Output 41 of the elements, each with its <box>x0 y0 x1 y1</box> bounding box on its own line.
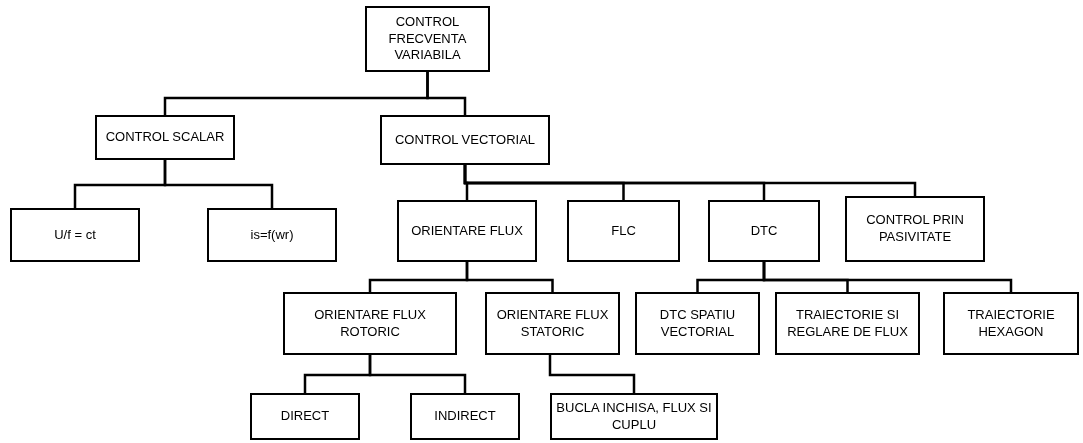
process-box <box>567 200 680 262</box>
box-label: DIRECT <box>279 408 331 425</box>
process-box <box>207 208 337 262</box>
box-label: DTC SPATIU VECTORIAL <box>658 306 737 341</box>
box-label: is=f(wr) <box>249 226 295 244</box>
process-box <box>10 208 140 262</box>
box-label: ORIENTARE FLUX <box>410 222 524 240</box>
box-label: BUCLA INCHISA, FLUX SI CUPLU <box>555 399 713 434</box>
box-label: CONTROL FRECVENTA VARIABILA <box>387 13 468 65</box>
connector-line <box>368 355 467 393</box>
box-label: INDIRECT <box>433 408 497 425</box>
process-box <box>845 196 985 262</box>
process-box <box>410 393 520 440</box>
box-label: DTC <box>749 222 779 240</box>
connector-line <box>548 355 636 393</box>
process-box <box>95 115 235 160</box>
box-label: ORIENTARE FLUX STATORIC <box>495 306 610 341</box>
process-box <box>365 6 490 72</box>
process-box <box>283 292 457 355</box>
process-box <box>635 292 760 355</box>
connector-line <box>163 160 274 208</box>
process-box <box>550 393 718 440</box>
process-box <box>775 292 920 355</box>
box-label: U/f = ct <box>53 226 97 244</box>
process-box <box>485 292 620 355</box>
box-label: TRAIECTORIE SI REGLARE DE FLUX <box>786 306 909 341</box>
process-box <box>708 200 820 262</box>
box-label: CONTROL VECTORIAL <box>393 131 537 149</box>
process-box <box>250 393 360 440</box>
connector-line <box>465 262 554 292</box>
connector-line <box>762 262 1013 292</box>
process-box <box>380 115 550 165</box>
box-label: ORIENTARE FLUX ROTORIC <box>313 306 427 341</box>
box-label: CONTROL SCALAR <box>104 129 226 146</box>
process-box <box>943 292 1079 355</box>
box-label: CONTROL PRIN PASIVITATE <box>865 212 965 246</box>
connector-line <box>463 165 917 196</box>
connector-line <box>426 72 467 115</box>
box-label: TRAIECTORIE HEXAGON <box>966 306 1056 341</box>
process-box <box>397 200 537 262</box>
box-label: FLC <box>610 222 637 240</box>
